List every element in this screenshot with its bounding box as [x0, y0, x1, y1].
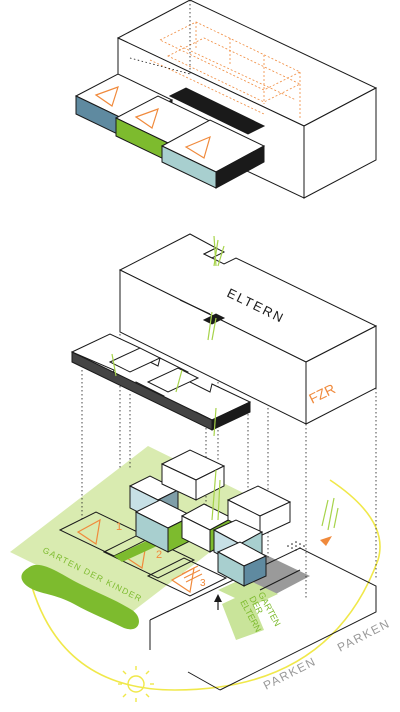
hidden-lines — [149, 21, 301, 120]
unit-cubes — [128, 449, 292, 587]
eltern-building — [118, 233, 378, 425]
entrance-arrow-icon — [214, 594, 222, 610]
green-blob — [21, 564, 139, 630]
sun-path — [29, 479, 381, 691]
triangle-arrow-icon — [94, 86, 119, 107]
sun-icon — [118, 666, 154, 702]
label-parken-1: PARKEN — [261, 654, 319, 693]
roof-slab — [70, 333, 252, 431]
unit-block-teal — [160, 119, 266, 189]
top-massing-diagram — [74, 0, 378, 199]
bottom-exploded-diagram — [10, 233, 381, 702]
grass-icon — [111, 235, 339, 531]
triangle-arrow-icon — [134, 108, 159, 129]
triangle-arrow-icon — [184, 135, 211, 159]
label-num-2: 2 — [156, 549, 162, 561]
label-num-1: 1 — [116, 521, 122, 533]
label-num-3: 3 — [200, 578, 206, 589]
